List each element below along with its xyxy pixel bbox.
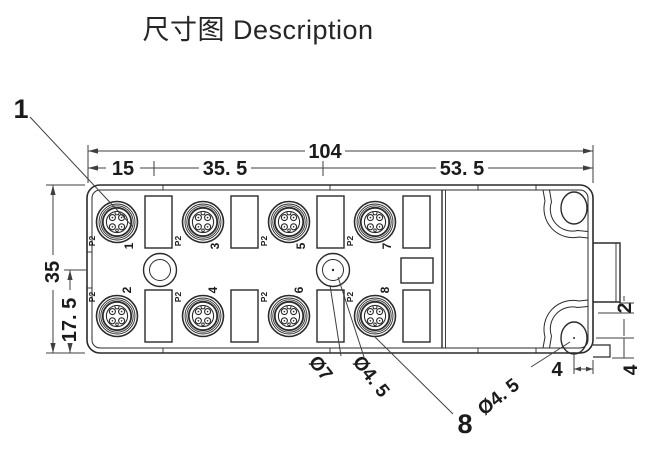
port-number: 5 [294,242,308,249]
connector-port-1: P2 1 [87,200,139,249]
dim-half-height: 17. 5 [59,269,86,353]
dim-tab-to-hole: 2 [598,296,636,336]
dim-label-53-5: 53. 5 [440,158,484,180]
leader-port1 [29,116,134,228]
leader-dia4-5-corner [530,341,571,368]
port-number: 4 [206,286,220,293]
dim-label-4-bottom: 4 [551,359,563,381]
dim-label-35-5: 35. 5 [203,158,247,180]
side-tab [593,242,621,303]
port-mark: P2 [87,236,97,247]
dim-label-104: 104 [308,141,342,163]
dim-label-15: 15 [112,158,134,180]
port-mark: P2 [87,292,97,303]
connector-port-2: P2 2 [87,286,139,338]
connector-port-6: P2 6 [259,286,311,338]
port-number: 3 [208,242,222,249]
port-number: 7 [380,242,394,249]
dim-body-height: 35 [42,184,85,354]
connector-port-8: P2 8 [345,286,397,338]
dim-label-2: 2 [615,303,636,314]
page-title: 尺寸图 Description [142,15,374,45]
port-number: 1 [122,242,136,249]
blank-plates [144,195,434,343]
callouts: 1 8 Ø7 Ø4. 5 Ø4. 5 [13,94,571,439]
corner-mount-hole-top [542,189,589,239]
bottom-foot [593,344,611,358]
port-number: 2 [120,286,134,293]
port-mark: P2 [173,292,183,303]
callout-port8: 8 [457,409,472,439]
callout-dia7: Ø7 [304,352,336,385]
center-mount-hole-left [142,252,178,288]
center-mount-hole-right [315,252,351,288]
port-number: 8 [378,286,392,293]
port-mark: P2 [173,236,183,247]
connector-port-7: P2 7 [345,200,397,249]
callout-dia4-5-corner: Ø4. 5 [474,375,524,420]
dim-hole-to-edge: 4 [551,352,594,381]
connector-port-3: P2 3 [173,200,225,249]
connector-port-4: P2 4 [173,286,225,338]
corner-mount-hole-bottom [542,299,589,355]
port-mark: P2 [259,292,269,303]
port-mark: P2 [259,236,269,247]
dim-label-35: 35 [42,261,64,283]
leader-dia4-5-center [337,276,365,358]
port-mark: P2 [345,292,355,303]
dim-total-width: 104 [87,141,594,183]
connector-port-5: P2 5 [259,200,311,249]
m12-connectors: P2 1 P2 3 P2 5 P2 7 P2 2 [87,200,397,338]
leader-port8 [374,336,454,415]
label-window [400,257,434,284]
port-mark: P2 [345,236,355,247]
dim-label-4-right: 4 [621,364,642,375]
junction-box-body [86,184,621,358]
callout-port1: 1 [13,94,28,124]
edge-ticks [87,185,537,353]
port-number: 6 [292,286,306,293]
dim-label-17-5: 17. 5 [59,298,81,342]
dim-hole-to-bottom: 4 [596,337,642,375]
dim-segments: 15 35. 5 53. 5 [88,158,593,180]
leader-dia7 [329,284,342,357]
callout-dia4-5-center: Ø4. 5 [348,352,393,402]
